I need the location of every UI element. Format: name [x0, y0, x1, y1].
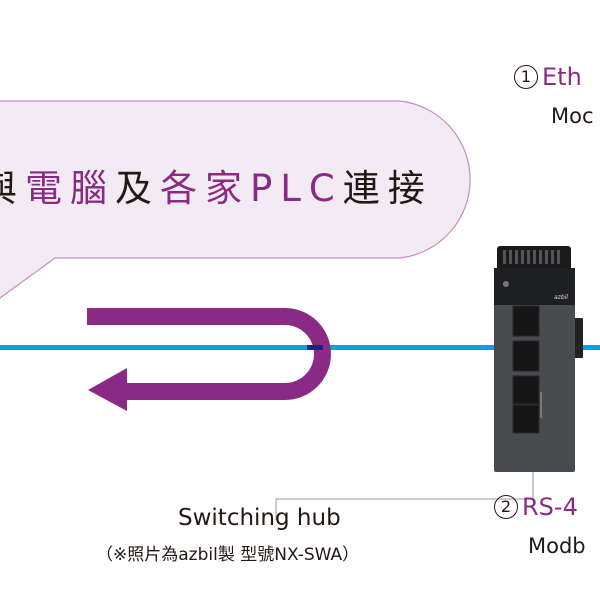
line-overlap: [307, 345, 323, 350]
switching-hub-device: [494, 246, 583, 472]
leader-line: [275, 472, 534, 520]
speech-bubble: [0, 100, 471, 299]
msg-part: 各家PLC: [160, 167, 343, 210]
device-brand: azbil: [554, 294, 568, 301]
rs485-title: RS-4: [522, 493, 578, 521]
network-line: [0, 345, 600, 350]
ethernet-subtitle: Moc: [551, 104, 594, 128]
switching-hub-title: Switching hub: [178, 505, 341, 531]
msg-part: 與: [0, 167, 25, 210]
msg-part: 連接: [342, 167, 433, 210]
msg-part: 電腦: [25, 167, 115, 210]
ethernet-title: Eth: [542, 63, 582, 91]
switching-hub-note: （※照片為azbil製 型號NX-SWA）: [96, 545, 360, 565]
rs485-subtitle: Modb: [528, 534, 586, 558]
number-badge: 1: [514, 65, 538, 89]
number-badge: 2: [494, 495, 518, 519]
bubble-message: 與電腦及各家PLC連接: [0, 158, 433, 212]
u-turn-arrow: [87, 308, 331, 411]
msg-part: 及: [115, 167, 160, 210]
